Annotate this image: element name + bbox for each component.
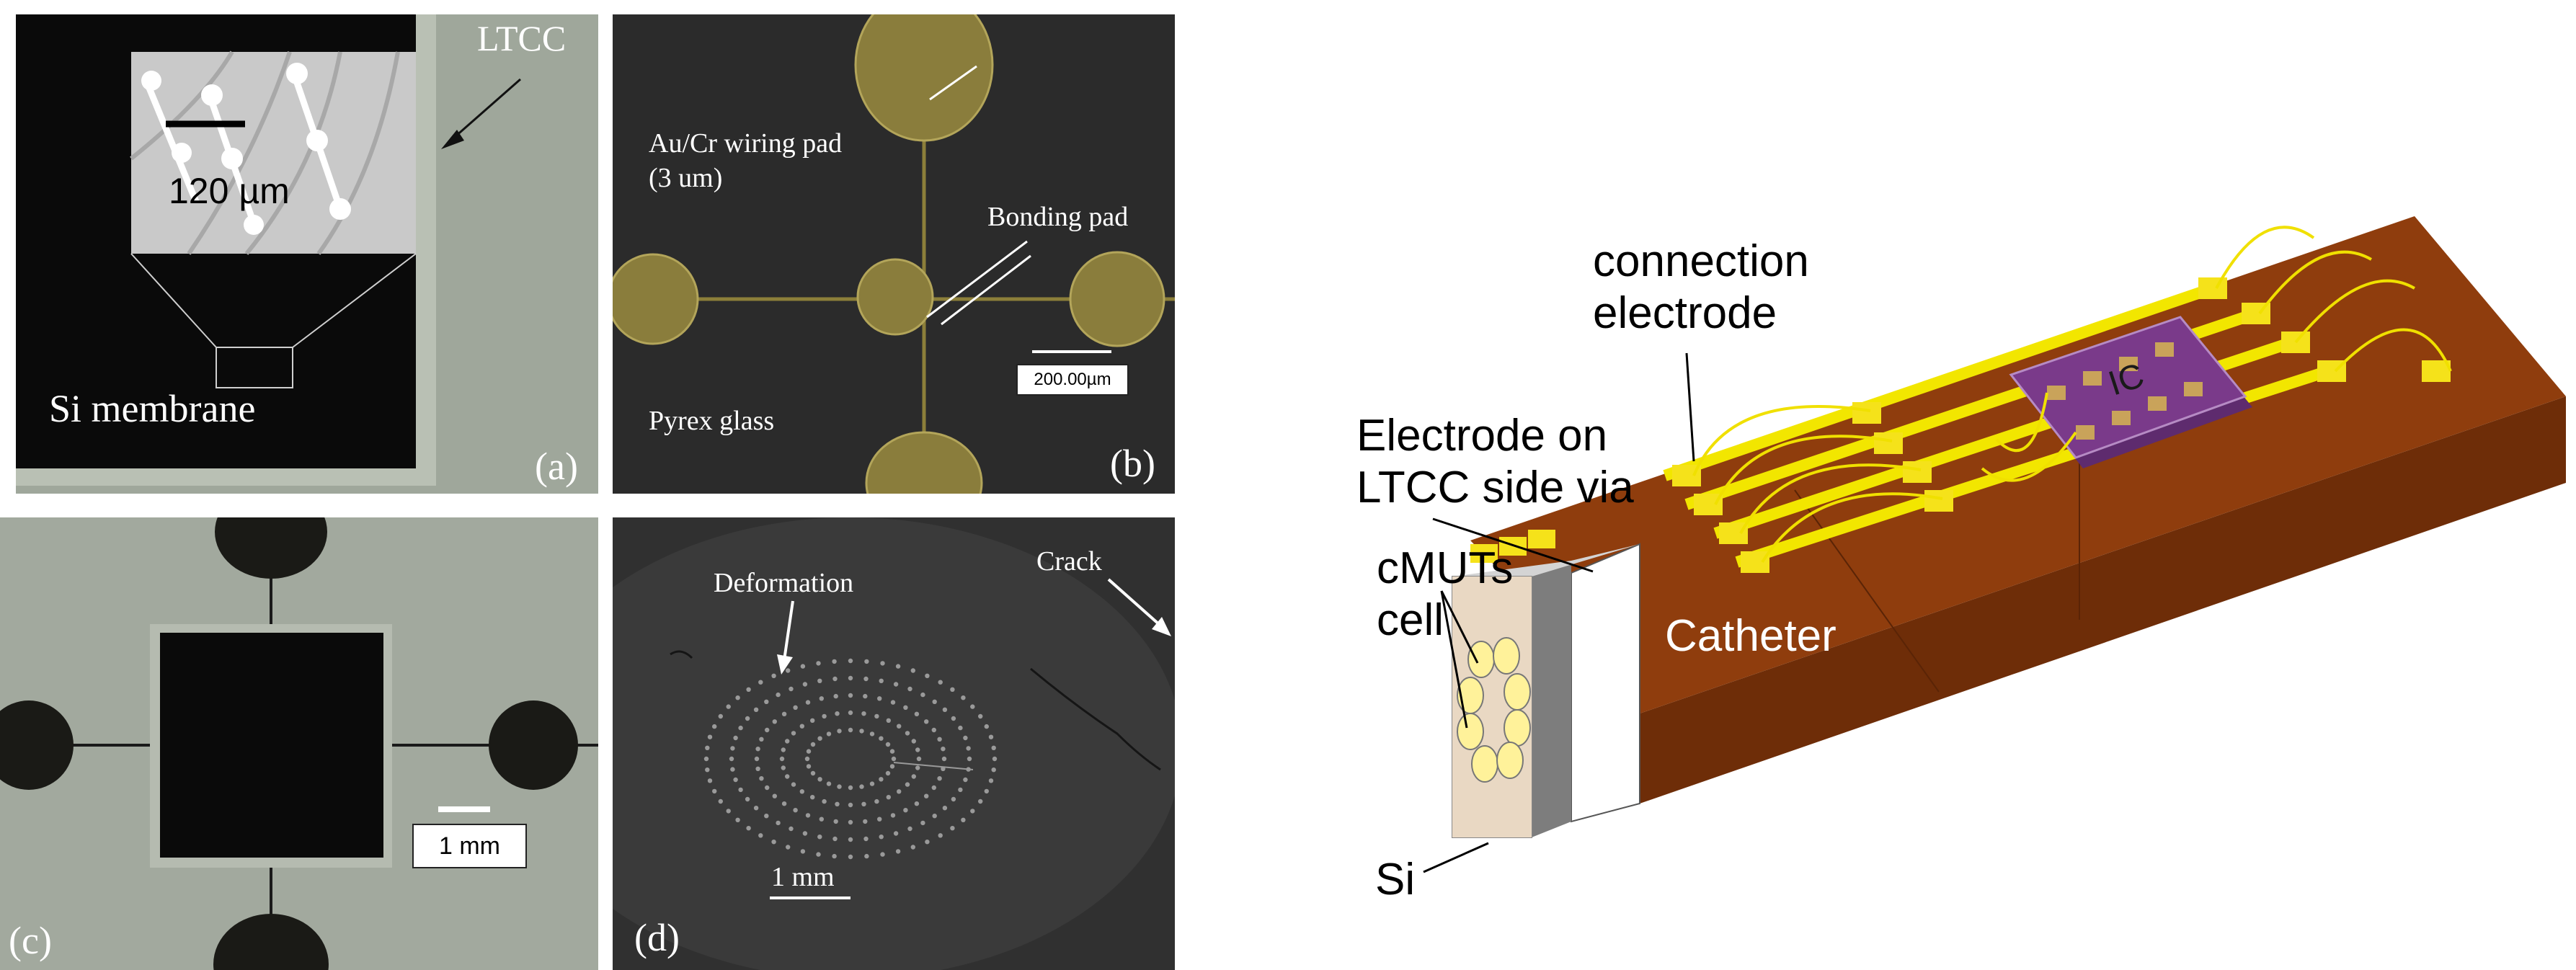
connection-electrode-label: connection (1593, 236, 1809, 286)
catheter-label: Catheter (1665, 611, 1836, 661)
connection-electrode-label-2: electrode (1593, 288, 1777, 338)
contact-pads (0, 517, 578, 970)
membrane-square (160, 633, 383, 858)
cmut-cells (1457, 637, 1531, 783)
cell-array (703, 658, 998, 860)
gold-pads (613, 14, 1165, 494)
panel-b: Au/Cr wiring pad (3 um) Bonding pad 200.… (613, 14, 1175, 494)
scale-label-c: 1 mm (412, 824, 527, 868)
panel-a-graphic (16, 14, 598, 494)
pyrex-glass-label: Pyrex glass (649, 406, 775, 436)
deformation-label: Deformation (714, 568, 854, 598)
si-membrane-label: Si membrane (49, 387, 256, 430)
panel-letter-b: (b) (1110, 442, 1155, 485)
bond-wires (1692, 226, 2452, 564)
si-label: Si (1375, 855, 1416, 904)
ic-chip (2009, 316, 2247, 459)
scale-label-b: 200.00µm (1016, 364, 1129, 396)
via-electrode-label-2: LTCC side via (1356, 463, 1634, 512)
bonding-pad-label: Bonding pad (987, 202, 1129, 232)
panel-b-graphic (613, 14, 1175, 494)
crack-label: Crack (1036, 546, 1102, 577)
panel-d-graphic (613, 517, 1175, 970)
ltcc-layer (1571, 543, 1640, 823)
panel-c-graphic (0, 517, 598, 970)
via-electrode-label: Electrode on (1356, 411, 1608, 460)
catheter-schematic: connection electrode Electrode on LTCC s… (1355, 216, 2576, 922)
panel-letter-a: (a) (535, 445, 578, 488)
scale-label-d: 1 mm (771, 862, 835, 892)
panel-d: Deformation Crack 1 mm (d) (613, 517, 1175, 970)
catheter-schematic-graphic (1423, 216, 2566, 873)
cmuts-cell-label: cMUTs (1377, 543, 1514, 593)
panel-c: 1 mm (c) (0, 517, 598, 970)
panel-a: LTCC 120 µm Si membrane (a) (16, 14, 598, 494)
scale-label-a: 120 µm (169, 171, 290, 211)
catheter-side (1640, 396, 2566, 804)
panel-letter-d: (d) (634, 916, 680, 959)
ltcc-label: LTCC (477, 18, 567, 58)
si-side (1532, 561, 1571, 837)
bond-pads (1672, 277, 2451, 573)
wiring-pad-thickness: (3 um) (649, 163, 723, 193)
crack-line (1030, 667, 1161, 771)
panel-letter-c: (c) (9, 919, 52, 962)
cmuts-cell-label-2: cell (1377, 595, 1444, 645)
wiring-pad-label: Au/Cr wiring pad (649, 128, 843, 159)
